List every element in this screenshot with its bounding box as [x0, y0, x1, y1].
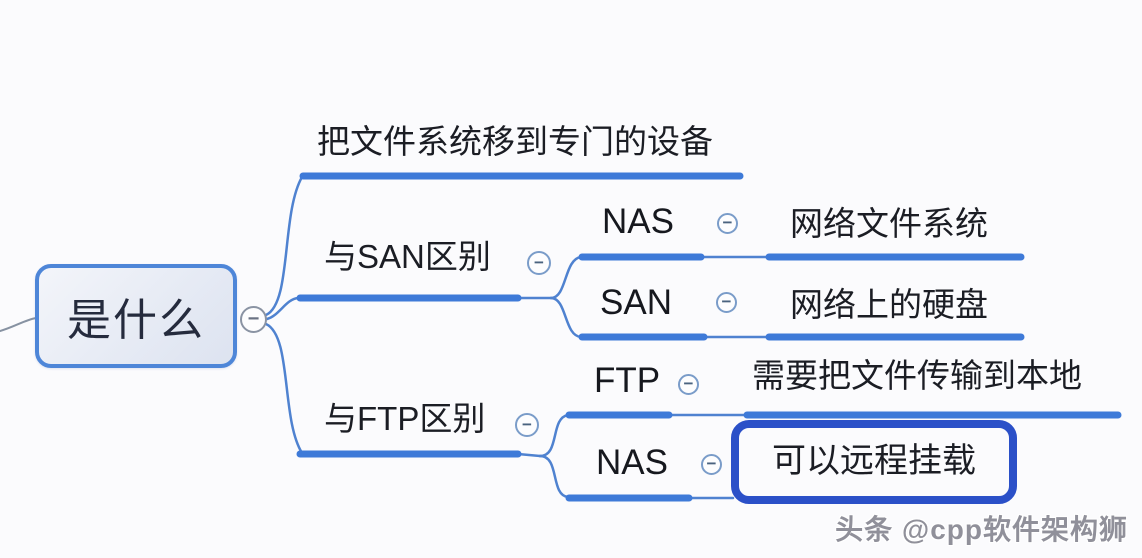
watermark: 头条 @cpp软件架构狮	[835, 514, 1128, 545]
collapse-button-san[interactable]: −	[716, 292, 737, 313]
collapse-button-nas-2[interactable]: −	[701, 454, 722, 475]
child-connector-lines	[667, 255, 771, 500]
collapse-button-ftp[interactable]: −	[678, 374, 699, 395]
root-topic[interactable]: 是什么	[35, 264, 237, 368]
minus-icon: −	[522, 414, 532, 434]
topic-transfer-to-local[interactable]: 需要把文件传输到本地	[752, 357, 1082, 394]
minus-icon: −	[721, 292, 732, 311]
topic-move-filesystem[interactable]: 把文件系统移到专门的设备	[317, 123, 713, 160]
collapse-button-san-difference[interactable]: −	[527, 251, 551, 275]
topic-underlines	[296, 172, 1122, 502]
minus-icon: −	[247, 307, 260, 330]
minus-icon: −	[683, 374, 694, 393]
topic-san[interactable]: SAN	[600, 283, 672, 322]
collapse-button-root[interactable]: −	[240, 306, 267, 333]
san-children-curves	[516, 255, 583, 339]
topic-remote-mount: 可以远程挂载	[772, 442, 976, 481]
topic-nas-2[interactable]: NAS	[596, 443, 668, 482]
minus-icon: −	[534, 252, 544, 272]
topic-network-file-system[interactable]: 网络文件系统	[790, 205, 988, 242]
topic-san-difference[interactable]: 与SAN区别	[324, 238, 491, 275]
collapse-button-ftp-difference[interactable]: −	[515, 413, 539, 437]
collapse-button-nas-1[interactable]: −	[717, 213, 738, 234]
root-topic-label: 是什么	[67, 296, 205, 345]
selected-topic-box[interactable]: 可以远程挂载	[731, 420, 1017, 504]
topic-nas-1[interactable]: NAS	[602, 202, 674, 241]
topic-network-disk[interactable]: 网络上的硬盘	[790, 286, 988, 323]
parent-connector-line	[0, 317, 37, 332]
topic-ftp-difference[interactable]: 与FTP区别	[324, 400, 486, 437]
ftp-children-curves	[516, 413, 570, 499]
minus-icon: −	[722, 213, 733, 232]
minus-icon: −	[706, 454, 717, 473]
root-branch-curves	[264, 175, 304, 455]
topic-ftp[interactable]: FTP	[594, 361, 661, 400]
